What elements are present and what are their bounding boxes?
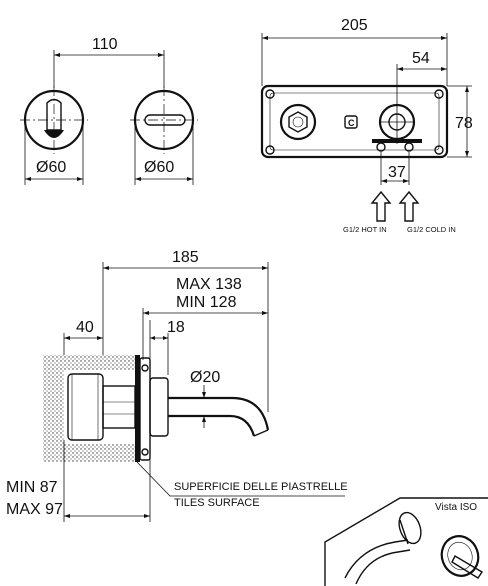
cold-in-label: G1/2 COLD IN [407, 225, 456, 234]
left-valve-rear [279, 103, 317, 141]
dim-box-offset-text: 54 [412, 50, 430, 67]
dim-spacing-text: 110 [92, 36, 118, 53]
rear-box-view: 205 54 78 C [260, 17, 473, 234]
dim-min-text: MIN 128 [176, 294, 237, 311]
dim-18-text: 18 [167, 319, 185, 336]
box-outline [260, 84, 449, 159]
dim-embed-max-text: MAX 97 [6, 501, 63, 518]
dim-box-height-text: 78 [455, 115, 473, 132]
cold-inlet-arrow-icon [398, 190, 420, 222]
hot-inlet-arrow-icon [370, 190, 392, 222]
spout-side [168, 396, 270, 431]
dim-embed-min-text: MIN 87 [6, 479, 58, 496]
dim-inlet-spacing-text: 37 [388, 164, 406, 181]
tiles-label-en: TILES SURFACE [174, 497, 260, 509]
dim-spout-diameter-text: Ø20 [190, 369, 220, 386]
iso-view-label: Vista ISO [435, 502, 477, 513]
tiles-leader-line [136, 461, 345, 497]
side-view: 185 MAX 138 MIN 128 18 40 [6, 249, 348, 522]
svg-text:C: C [348, 118, 355, 128]
right-handle-front [130, 86, 198, 154]
hot-in-label: G1/2 HOT IN [343, 225, 387, 234]
dim-box-width-text: 205 [341, 17, 368, 34]
iso-view: Vista ISO [324, 497, 488, 586]
tiles-label-it: SUPERFICIE DELLE PIASTRELLE [174, 481, 348, 493]
left-handle-front [20, 86, 88, 154]
front-view: 110 Ø60 Ø60 [20, 36, 198, 185]
dim-40-text: 40 [76, 319, 94, 336]
brand-mark-icon [344, 115, 358, 129]
tile-layer [135, 355, 140, 462]
right-valve-rear [378, 100, 416, 144]
dim-length-text: 185 [172, 249, 199, 266]
dim-max-text: MAX 138 [176, 276, 242, 293]
dim-diameter-right-text: Ø60 [144, 159, 174, 176]
dim-diameter-left-text: Ø60 [36, 159, 66, 176]
